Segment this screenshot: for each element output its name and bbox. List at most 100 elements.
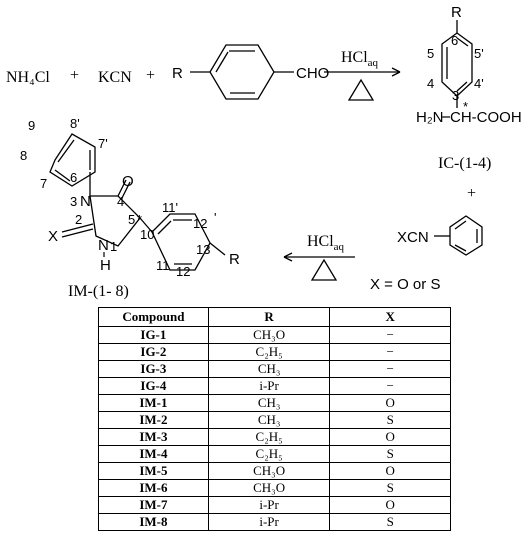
ic-num-6: 6 (451, 33, 458, 48)
header-x: X (329, 307, 451, 327)
cell-x: O (329, 496, 451, 514)
hydantoin-ring (89, 195, 141, 247)
im-n1-h: H (100, 257, 111, 274)
im-label: IM-(1- 8) (68, 283, 129, 300)
im-num-8p: 8' (70, 116, 80, 131)
ic-num-5: 5 (427, 46, 434, 61)
im-num-13: 13 (196, 242, 210, 257)
cell-r: C₂H₅ (207, 445, 331, 463)
ic-amine: H₂N (416, 109, 444, 126)
cell-r: C₂H₅ (207, 428, 331, 446)
cell-r: C₂H₅ (207, 343, 331, 361)
cell-r: CH₃ (207, 411, 331, 429)
im-num-12-bottom: 12 (176, 264, 190, 279)
cell-x: S (329, 513, 451, 531)
im-num-9: 9 (28, 118, 35, 133)
cell-compound: IG-3 (98, 360, 209, 378)
x-note: X = O or S (370, 276, 440, 293)
cell-compound: IM-4 (98, 445, 209, 463)
cell-r: CH₃ (207, 394, 331, 412)
header-compound: Compound (98, 307, 209, 327)
ic-acid: CH-COOH (450, 109, 522, 126)
cell-compound: IG-4 (98, 377, 209, 395)
potassium-cyanide: KCN (98, 69, 132, 86)
cell-x: O (329, 394, 451, 412)
plus-1: + (70, 67, 79, 84)
cell-compound: IM-8 (98, 513, 209, 531)
heat-triangle-2 (310, 258, 338, 281)
isocyanate-xcn: XCN (397, 229, 429, 246)
cell-x: O (329, 462, 451, 480)
im-carbonyl-o: O (122, 173, 134, 190)
im-num-5: 5 (128, 212, 135, 227)
cell-r: i-Pr (207, 496, 331, 514)
im-num-7p: 7' (98, 136, 108, 151)
cell-r: i-Pr (207, 513, 331, 531)
cell-compound: IM-1 (98, 394, 209, 412)
cell-x: − (329, 343, 451, 361)
cell-x: S (329, 445, 451, 463)
im-n3: N (80, 193, 91, 210)
ic-r-label: R (451, 4, 462, 21)
cell-x: S (329, 479, 451, 497)
im-n3-num: 3 (70, 194, 77, 209)
table-header-row: Compound R X (98, 307, 451, 327)
im-num-10: 10 (140, 227, 154, 242)
arrow2-reagent: HClaq (307, 233, 345, 253)
cell-compound: IM-6 (98, 479, 209, 497)
im-num-11: 11 (156, 258, 170, 273)
n-phenyl-ring (49, 133, 96, 187)
cell-compound: IG-1 (98, 326, 209, 344)
cell-compound: IM-3 (98, 428, 209, 446)
cell-r: CH₃ (207, 360, 331, 378)
cell-r: i-Pr (207, 377, 331, 395)
isocyanate-ring (449, 215, 483, 256)
im-num-11p: 11' (162, 200, 178, 215)
im-x-label: X (48, 228, 58, 245)
im-num-6: 6 (70, 170, 77, 185)
ic-chiral-star: * (463, 99, 468, 114)
ic-num-3: 3 (452, 88, 459, 103)
cell-r: CH₃O (207, 479, 331, 497)
aldehyde-r-label: R (172, 65, 183, 82)
im-num-12-prime: ' (214, 210, 216, 225)
cell-x: − (329, 326, 451, 344)
plus-3: + (467, 185, 476, 202)
heat-triangle-1 (347, 78, 375, 101)
ammonium-chloride: NH₄Cl (6, 69, 50, 86)
cell-x: − (329, 360, 451, 378)
header-r: R (207, 307, 331, 327)
benzaldehyde-ring (209, 44, 275, 100)
cell-r: CH₃O (207, 462, 331, 480)
ic-num-5p: 5' (474, 46, 484, 61)
im-n1-num: 1 (110, 239, 117, 254)
ic-num-4: 4 (427, 76, 434, 91)
cell-x: − (329, 377, 451, 395)
im-num-2: 2 (75, 212, 82, 227)
cell-x: S (329, 411, 451, 429)
cell-compound: IM-7 (98, 496, 209, 514)
cell-compound: IM-2 (98, 411, 209, 429)
cell-r: CH₃O (207, 326, 331, 344)
reaction-scheme: NH₄Cl + KCN + R CHO HClaq R 6 5 5' 4 4' … (6, 4, 522, 300)
im-chiral-star: * (137, 212, 142, 227)
plus-2: + (146, 67, 155, 84)
arrow1-reagent: HClaq (341, 49, 379, 69)
cell-compound: IG-2 (98, 343, 209, 361)
im-num-4: 4 (117, 194, 124, 209)
im-r-label: R (229, 251, 240, 268)
